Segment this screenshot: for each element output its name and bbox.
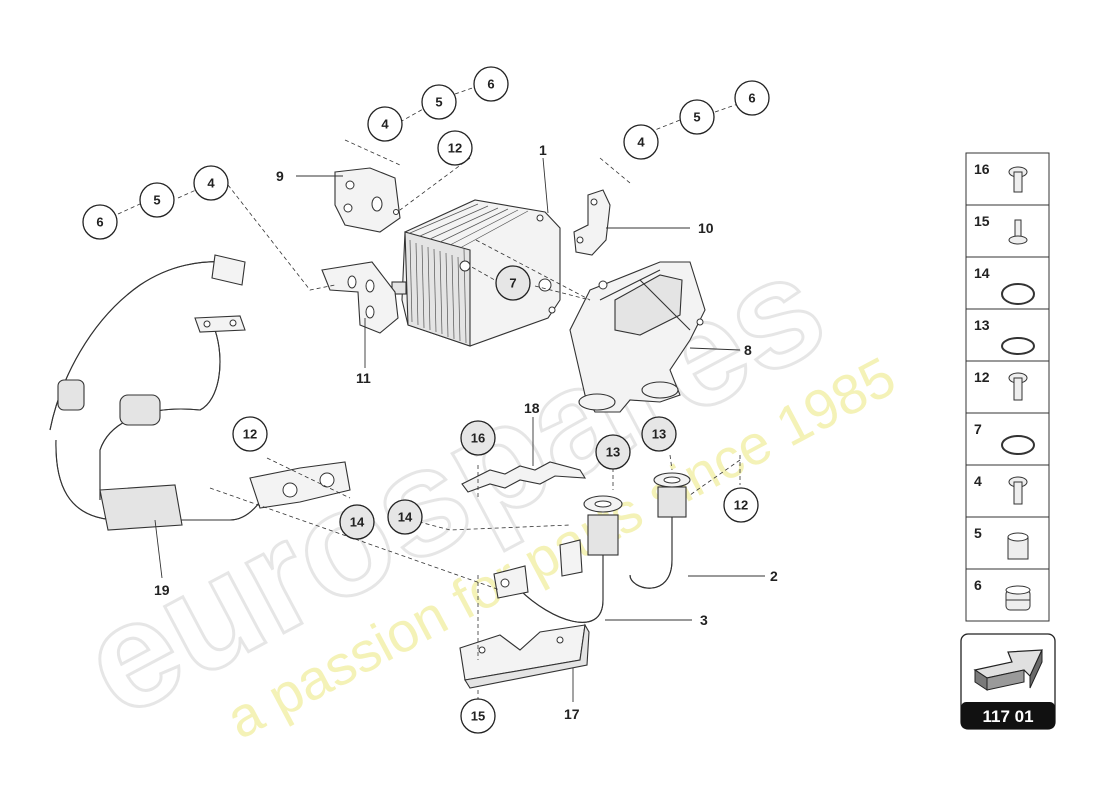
callout-5[interactable]: 5 (421, 84, 457, 120)
table-row-14[interactable]: 14 (965, 256, 1050, 310)
part-label-17: 17 (564, 706, 580, 722)
table-row-6[interactable]: 6 (965, 568, 1050, 622)
callout-5[interactable]: 5 (139, 182, 175, 218)
callout-12[interactable]: 12 (437, 130, 473, 166)
svg-text:12: 12 (448, 141, 462, 156)
part-label-11: 11 (356, 370, 371, 386)
callout-4[interactable]: 4 (623, 124, 659, 160)
small-parts-table: 16 15 14 13 (965, 152, 1050, 622)
svg-text:16: 16 (471, 431, 485, 446)
svg-text:14: 14 (398, 510, 413, 525)
svg-text:7: 7 (509, 276, 516, 291)
part-label-2: 2 (770, 568, 778, 584)
bracket-9-part[interactable] (334, 167, 401, 233)
table-row-15[interactable]: 15 (965, 204, 1050, 258)
callout-6[interactable]: 6 (734, 80, 770, 116)
pipe-3-part[interactable] (493, 495, 623, 623)
svg-text:4: 4 (381, 117, 389, 132)
bracket-10-part[interactable] (573, 189, 611, 256)
svg-text:13: 13 (652, 427, 666, 442)
part-labels: 9 1 10 11 8 18 19 2 3 17 (154, 142, 778, 722)
callout-6[interactable]: 6 (82, 204, 118, 240)
callout-5[interactable]: 5 (679, 99, 715, 135)
callout-6[interactable]: 6 (473, 66, 509, 102)
callout-15[interactable]: 15 (460, 698, 496, 734)
diagram-code-badge: 117 01 (960, 633, 1056, 730)
callout-4[interactable]: 4 (193, 165, 229, 201)
callout-13[interactable]: 13 (641, 416, 677, 452)
svg-text:14: 14 (350, 515, 365, 530)
screw-icon (1008, 476, 1028, 505)
table-row-16[interactable]: 16 (965, 152, 1050, 206)
rubber-mount-icon (1005, 585, 1031, 611)
part-label-8: 8 (744, 342, 752, 358)
leader-lines (154, 157, 765, 702)
table-row-12[interactable]: 12 (965, 360, 1050, 414)
diagram-code: 117 01 (982, 707, 1033, 726)
pipe-2-part[interactable] (629, 472, 691, 589)
reference-lines (117, 85, 741, 700)
callout-14[interactable]: 14 (339, 504, 375, 540)
svg-text:7: 7 (974, 421, 982, 437)
callout-16[interactable]: 16 (460, 420, 496, 456)
callout-7[interactable]: 7 (495, 265, 531, 301)
bushing-icon (1007, 532, 1029, 560)
svg-text:6: 6 (974, 577, 982, 593)
pipe-19-part[interactable] (49, 254, 351, 531)
svg-text:6: 6 (487, 77, 494, 92)
svg-text:13: 13 (606, 445, 620, 460)
housing-8-part[interactable] (569, 261, 706, 413)
callout-4[interactable]: 4 (367, 106, 403, 142)
table-row-5[interactable]: 5 (965, 516, 1050, 570)
svg-text:6: 6 (96, 215, 103, 230)
callout-12[interactable]: 12 (232, 416, 268, 452)
table-row-4[interactable]: 4 (965, 464, 1050, 518)
svg-text:12: 12 (974, 369, 990, 385)
part-label-9: 9 (276, 168, 284, 184)
arrow-icon (973, 649, 1043, 691)
part-label-3: 3 (700, 612, 708, 628)
part-label-10: 10 (698, 220, 714, 236)
gasket-ring-icon (1001, 435, 1035, 455)
bolt-icon (1008, 372, 1028, 401)
svg-text:4: 4 (637, 135, 645, 150)
callout-12[interactable]: 12 (723, 487, 759, 523)
callout-13[interactable]: 13 (595, 434, 631, 470)
o-ring-icon (1001, 283, 1035, 305)
part-label-18: 18 (524, 400, 540, 416)
bracket-11-part[interactable] (321, 261, 399, 334)
svg-text:5: 5 (974, 525, 982, 541)
table-row-13[interactable]: 13 (965, 308, 1050, 362)
seal-ring-icon (1001, 337, 1035, 355)
part-label-1: 1 (539, 142, 547, 158)
svg-text:4: 4 (974, 473, 982, 489)
svg-text:5: 5 (153, 193, 160, 208)
callout-14[interactable]: 14 (387, 499, 423, 535)
torx-screw-icon (1008, 166, 1028, 193)
svg-text:16: 16 (974, 161, 990, 177)
svg-text:15: 15 (471, 709, 485, 724)
part-label-19: 19 (154, 582, 170, 598)
oil-cooler-part[interactable] (391, 199, 561, 347)
callouts: 6 5 4 4 5 6 12 4 5 6 7 12 16 13 13 12 14… (82, 66, 770, 734)
svg-text:14: 14 (974, 265, 990, 281)
stud-bolt-icon (1008, 219, 1028, 245)
svg-text:5: 5 (435, 95, 442, 110)
bracket-17-part[interactable] (459, 623, 590, 689)
clamp-18-part[interactable] (461, 461, 587, 493)
svg-text:15: 15 (974, 213, 990, 229)
table-row-7[interactable]: 7 (965, 412, 1050, 466)
svg-text:12: 12 (734, 498, 748, 513)
svg-text:4: 4 (207, 176, 215, 191)
svg-text:6: 6 (748, 91, 755, 106)
svg-text:13: 13 (974, 317, 990, 333)
svg-text:12: 12 (243, 427, 257, 442)
svg-text:5: 5 (693, 110, 700, 125)
